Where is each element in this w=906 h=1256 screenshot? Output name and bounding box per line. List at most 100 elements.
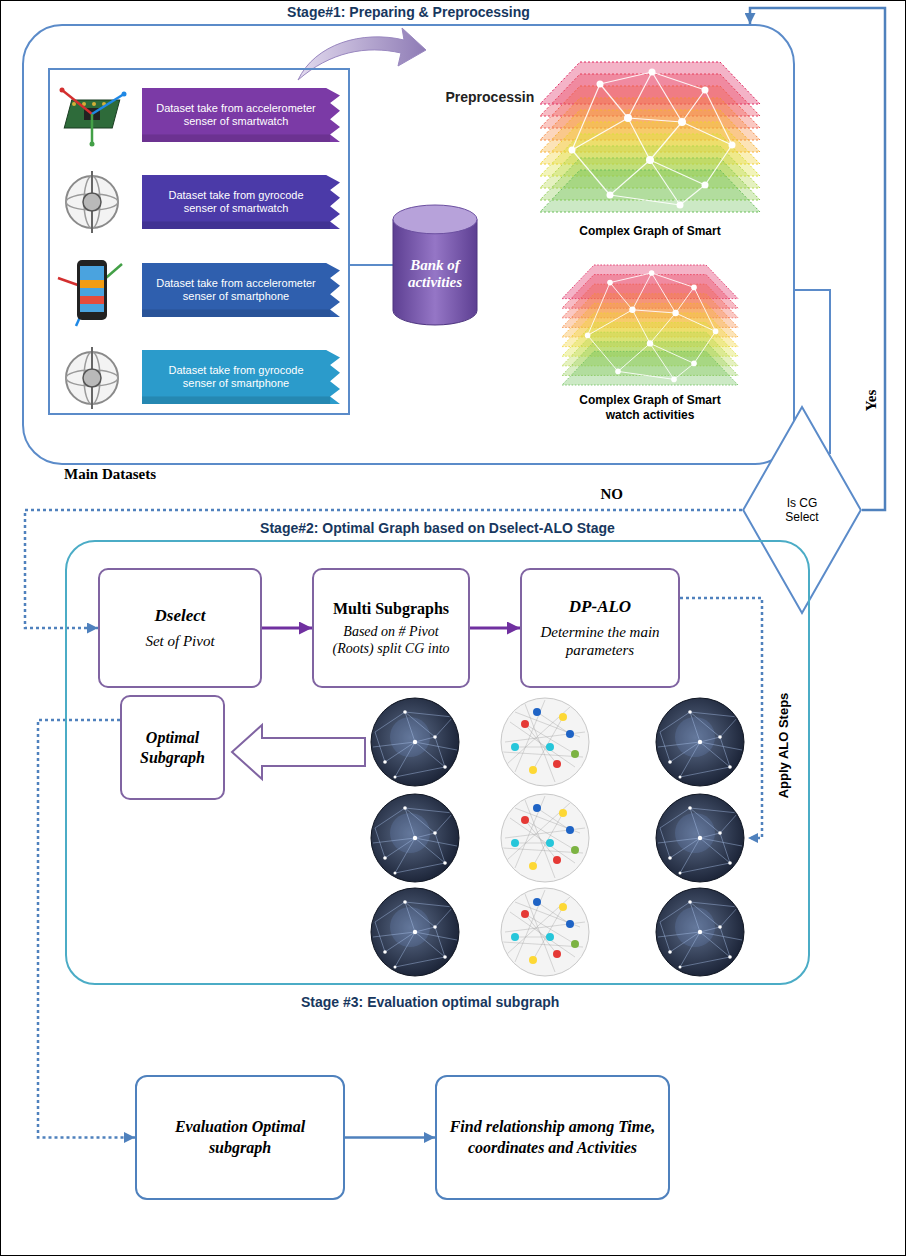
dataset-label: Dataset take from gyrocode senser of sma…	[152, 364, 320, 390]
box-title: Optimal Subgraph	[130, 728, 215, 768]
label-text: Complex Graph of Smart watch activities	[565, 393, 735, 423]
complex-graph-image	[597, 81, 604, 88]
process-box: DP-ALO Determine the main parameters	[520, 568, 680, 688]
dataset-banner-shape	[142, 221, 330, 229]
cylinder-label: Bank of activities	[397, 257, 473, 292]
connector	[470, 627, 520, 630]
complex-graph-image	[607, 192, 614, 199]
label-text: Preprocessin	[446, 89, 535, 105]
complex-graph-image	[678, 118, 686, 126]
node-body: DP-ALO Determine the main parameters	[522, 570, 678, 686]
gyroscope-icon	[66, 347, 118, 409]
connector	[345, 1136, 435, 1139]
accelerometer-icon	[62, 90, 92, 114]
node-body: Dataset take from accelerometer senser o…	[142, 88, 340, 142]
smartphone-icon	[80, 280, 104, 288]
panel-caption: Main Datasets	[64, 466, 156, 483]
accelerometer-icon	[92, 94, 124, 114]
stage-title: Stage#1: Preparing & Preprocessing	[24, 4, 793, 20]
box-title: Dselect	[155, 606, 206, 626]
smartphone-icon	[77, 260, 107, 320]
complex-graph-image	[702, 87, 709, 94]
connector-layer	[25, 8, 885, 1138]
complex-graph-image	[562, 265, 738, 385]
accelerometer-icon	[92, 102, 96, 106]
dataset-label: Dataset take from gyrocode senser of sma…	[152, 189, 320, 215]
node-body: Is CG Select	[742, 405, 862, 615]
subgraph-image	[501, 888, 589, 976]
database-cylinder-shape	[393, 205, 477, 234]
preprocessing-arrow	[298, 28, 426, 80]
subgraph-image	[501, 698, 589, 786]
box-title: DP-ALO	[569, 597, 631, 617]
dataset-banner: Dataset take from gyrocode senser of sma…	[142, 175, 340, 229]
stage-panel: Stage#2: Optimal Graph based on Dselect-…	[65, 540, 810, 985]
database-cylinder-shape	[393, 219, 477, 325]
gyroscope-icon	[66, 171, 118, 233]
connector	[350, 264, 393, 266]
database-cylinder: Bank of activities	[393, 205, 477, 325]
process-box: Multi SubgraphsBased on # Pivot (Roots) …	[312, 568, 470, 688]
edge-label: Yes	[863, 386, 880, 414]
label-text: Complex Graph of Smart	[535, 224, 765, 239]
complex-graph-image	[646, 156, 654, 164]
process-box: Optimal Subgraph	[120, 695, 225, 800]
complex-graph-image	[540, 170, 760, 212]
accelerometer-icon	[60, 88, 127, 147]
box-text: Set of Pivot	[145, 632, 214, 650]
connector	[262, 627, 312, 630]
smartphone-icon	[58, 260, 122, 326]
dataset-banner: Dataset take from accelerometer senser o…	[142, 263, 340, 317]
complex-graph-image	[702, 182, 709, 189]
node-body: Evaluation Optimal subgraph	[137, 1077, 343, 1198]
subgraph-image	[371, 698, 459, 786]
decision-diamond: Is CG Select	[742, 405, 862, 615]
dataset-banner-shape	[142, 350, 340, 404]
box-text: Determine the main parameters	[530, 623, 670, 659]
subgraph-image	[656, 698, 744, 786]
smartphone-icon	[80, 266, 104, 312]
subgraph-image	[656, 794, 744, 882]
node-body: Multi SubgraphsBased on # Pivot (Roots) …	[314, 570, 468, 686]
dataset-banner-shape	[142, 263, 340, 317]
dataset-banner-shape	[142, 309, 330, 317]
box-title: Find relationship among Time, coordinate…	[445, 1117, 660, 1159]
smartphone-icon	[80, 296, 104, 304]
dataset-banner: Dataset take from gyrocode senser of sma…	[142, 350, 340, 404]
accelerometer-icon	[90, 142, 95, 147]
edge-label: NO	[598, 486, 627, 503]
subgraph-image	[656, 888, 744, 976]
stage-title: Stage#2: Optimal Graph based on Dselect-…	[67, 520, 808, 536]
node-body: Find relationship among Time, coordinate…	[437, 1077, 668, 1198]
decision-diamond-shape	[743, 407, 861, 613]
dataset-banner-shape	[142, 88, 340, 142]
dataset-banner-shape	[142, 175, 340, 229]
subgraph-image	[371, 794, 459, 882]
process-box: Find relationship among Time, coordinate…	[435, 1075, 670, 1200]
node-body: Dataset take from accelerometer senser o…	[142, 263, 340, 317]
node-body: Dataset take from gyrocode senser of sma…	[142, 175, 340, 229]
subgraph-image	[371, 888, 459, 976]
accelerometer-icon	[122, 92, 127, 97]
complex-graph-image	[677, 202, 684, 209]
hollow-arrow	[232, 725, 365, 779]
subgraph-image	[501, 794, 589, 882]
process-box: DselectSet of Pivot	[98, 568, 262, 688]
accelerometer-icon	[91, 114, 94, 144]
complex-graph-image	[569, 147, 576, 154]
complex-graph-image	[572, 72, 732, 205]
box-text: Based on # Pivot (Roots) split CG into	[322, 624, 460, 658]
node-body: Bank of activities	[393, 205, 477, 325]
complex-graph-image	[540, 62, 760, 212]
complex-graph-image	[729, 142, 736, 149]
dataset-label: Dataset take from accelerometer senser o…	[152, 102, 320, 128]
process-box: Evaluation Optimal subgraph	[135, 1075, 345, 1200]
node-body: Dataset take from gyrocode senser of sma…	[142, 350, 340, 404]
complex-graph-image	[624, 114, 632, 122]
box-title: Multi Subgraphs	[333, 599, 449, 618]
dataset-label: Dataset take from accelerometer senser o…	[152, 277, 320, 303]
dataset-panel: Main DatasetsDataset take from accelerom…	[48, 68, 350, 415]
